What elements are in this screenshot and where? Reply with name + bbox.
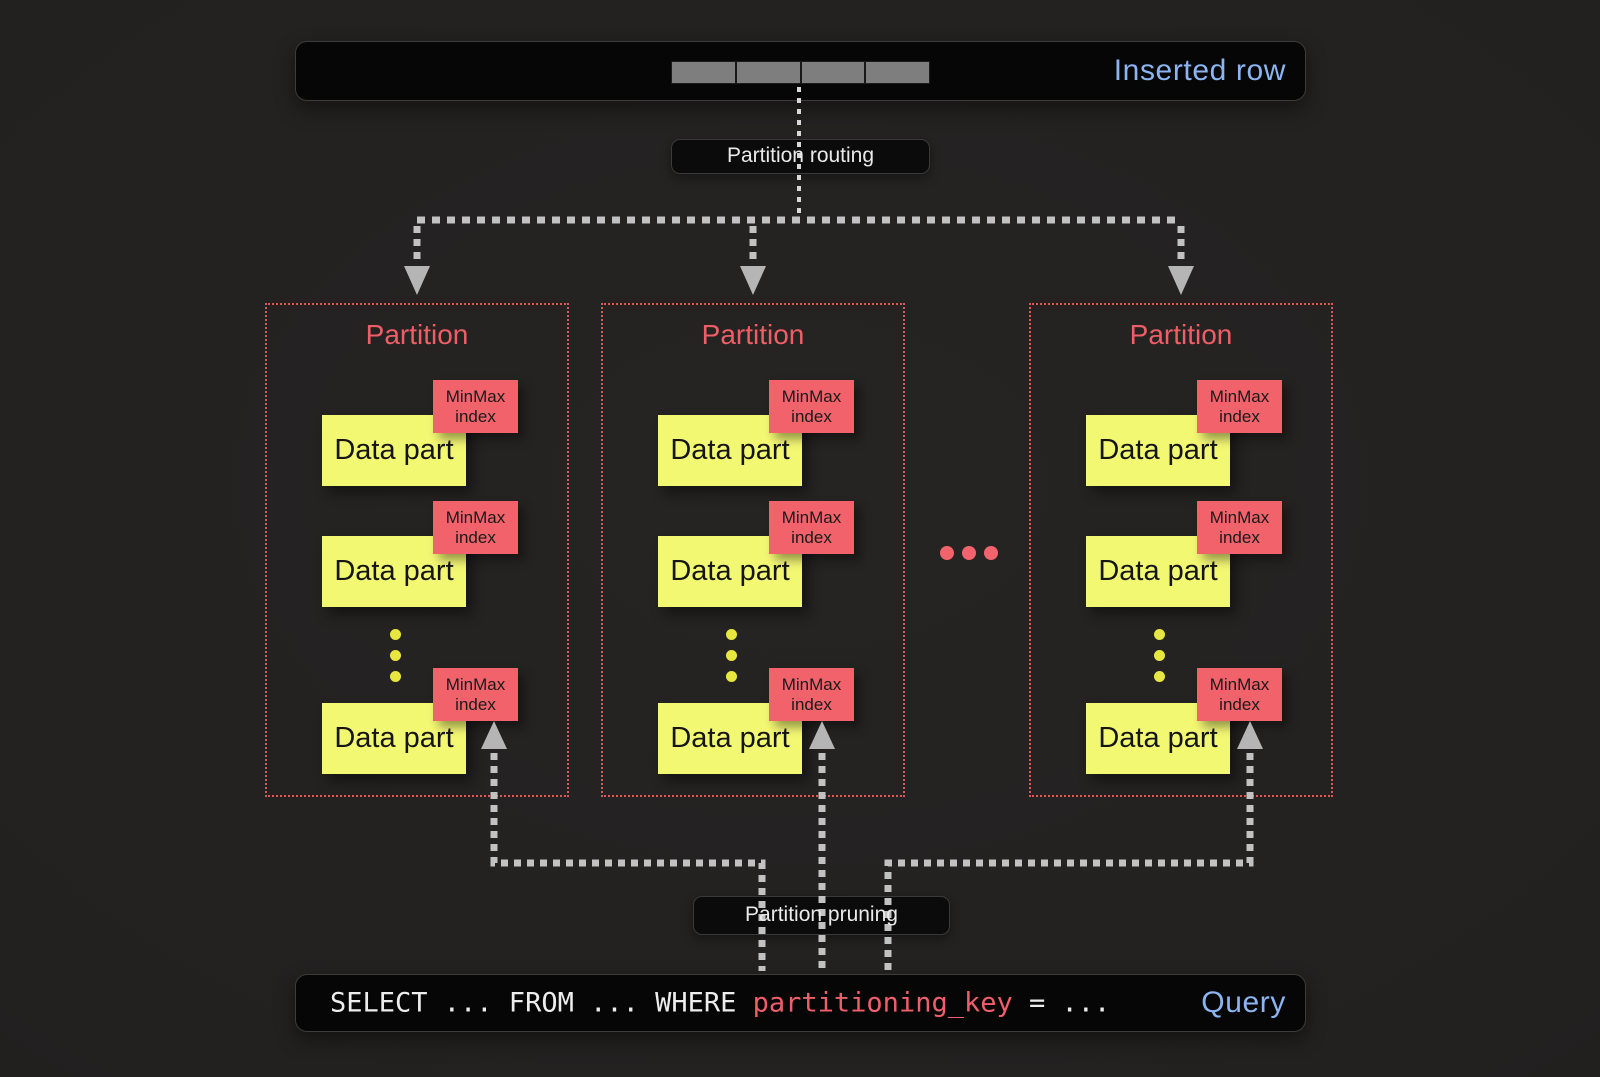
query-label: Query [1201, 986, 1286, 1019]
minmax-index-tag: MinMax index [1197, 501, 1282, 554]
inserted-row-label: Inserted row [1113, 54, 1286, 87]
red-dot [962, 546, 976, 560]
row-segment [672, 62, 735, 83]
query-bar: SELECT ... FROM ... WHERE partitioning_k… [295, 974, 1306, 1032]
yellow-dot [1153, 671, 1165, 682]
partition-title: Partition [1129, 319, 1233, 350]
partition-title: Partition [701, 319, 805, 350]
partition-pruning-label: Partition pruning [745, 903, 898, 926]
row-segments [671, 61, 930, 84]
more-parts-dots [1152, 629, 1166, 682]
arrow-down-icon [404, 266, 430, 295]
minmax-index-tag: MinMax index [1197, 668, 1282, 721]
minmax-index-tag: MinMax index [769, 668, 854, 721]
data-part-box: Data part [658, 536, 802, 607]
partition-box-2: Partition MinMax index Data part MinMax … [601, 303, 905, 797]
inserted-row-bar: Inserted row [295, 41, 1306, 101]
sql-suffix: = ... [1012, 987, 1111, 1019]
more-parts-dots [388, 629, 402, 682]
yellow-dot [725, 650, 737, 661]
red-dot [940, 546, 954, 560]
yellow-dot [389, 650, 401, 661]
data-part-box: Data part [322, 415, 466, 486]
yellow-dot [389, 629, 401, 640]
yellow-dot [389, 671, 401, 682]
partition-box-3: Partition MinMax index Data part MinMax … [1029, 303, 1333, 797]
yellow-dot [725, 629, 737, 640]
row-segment [734, 62, 800, 83]
row-segment [799, 62, 865, 83]
sql-partitioning-key: partitioning_key [752, 987, 1013, 1019]
arrow-down-icon [740, 266, 766, 295]
yellow-dot [725, 671, 737, 682]
yellow-dot [1153, 650, 1165, 661]
row-segment [864, 62, 929, 83]
sql-prefix: SELECT ... FROM ... WHERE [330, 987, 753, 1019]
minmax-index-tag: MinMax index [1197, 380, 1282, 433]
red-dot [984, 546, 998, 560]
minmax-index-tag: MinMax index [433, 501, 518, 554]
minmax-index-tag: MinMax index [769, 380, 854, 433]
minmax-index-tag: MinMax index [769, 501, 854, 554]
more-parts-dots [724, 629, 738, 682]
minmax-index-tag: MinMax index [433, 380, 518, 433]
sql-query-text: SELECT ... FROM ... WHERE partitioning_k… [330, 988, 1110, 1019]
yellow-dot [1153, 629, 1165, 640]
partition-box-1: Partition MinMax index Data part MinMax … [265, 303, 569, 797]
minmax-index-tag: MinMax index [433, 668, 518, 721]
partition-title: Partition [365, 319, 469, 350]
partition-routing-label: Partition routing [726, 144, 875, 167]
more-partitions-ellipsis [940, 546, 998, 560]
arrow-down-icon [1168, 266, 1194, 295]
